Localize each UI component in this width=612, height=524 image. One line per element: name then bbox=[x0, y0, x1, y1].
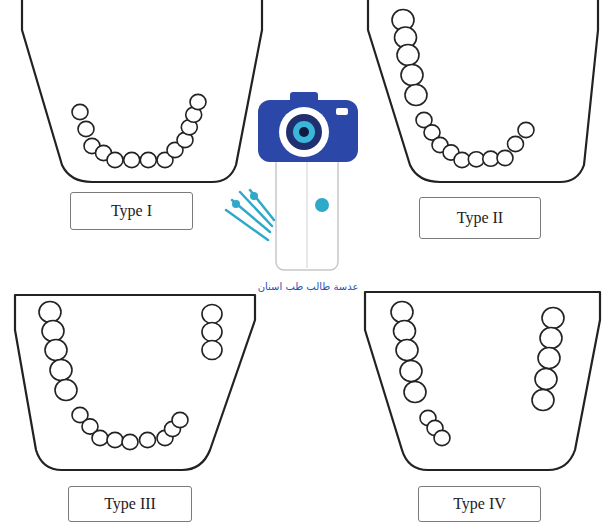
type-box: Type II bbox=[419, 197, 541, 239]
tooth bbox=[535, 369, 557, 390]
tooth bbox=[202, 305, 222, 324]
arch-outline bbox=[368, 0, 598, 182]
tooth bbox=[401, 65, 423, 86]
camera-lens bbox=[279, 107, 329, 157]
instrument-tip bbox=[250, 192, 258, 200]
phone-shape bbox=[276, 145, 338, 270]
type-label: Type I bbox=[111, 202, 152, 220]
tooth bbox=[532, 390, 554, 411]
type-label: Type IV bbox=[453, 495, 506, 513]
tooth bbox=[172, 412, 188, 427]
instrument-tip bbox=[232, 200, 240, 208]
phone-button bbox=[315, 198, 329, 212]
tooth bbox=[405, 85, 427, 106]
tooth bbox=[42, 321, 64, 342]
tooth bbox=[78, 121, 94, 136]
tooth bbox=[202, 323, 222, 342]
tooth bbox=[434, 430, 450, 445]
tooth bbox=[39, 302, 61, 323]
tooth bbox=[55, 380, 77, 401]
tooth bbox=[140, 432, 156, 447]
tooth bbox=[518, 122, 534, 137]
dental-instruments bbox=[226, 190, 274, 240]
camera-top bbox=[290, 92, 318, 104]
tooth bbox=[50, 360, 72, 381]
camera-flash bbox=[336, 108, 348, 115]
tooth bbox=[72, 104, 88, 119]
tooth bbox=[122, 434, 138, 449]
tooth bbox=[508, 136, 524, 151]
tooth bbox=[540, 328, 562, 349]
tooth bbox=[542, 308, 564, 329]
camera-body bbox=[258, 100, 358, 162]
tooth bbox=[202, 341, 222, 360]
tooth bbox=[45, 340, 67, 361]
watermark: عدسة طالب طب اسنان bbox=[258, 281, 359, 292]
tooth bbox=[468, 152, 484, 167]
tooth bbox=[391, 302, 413, 323]
arch-outline bbox=[15, 295, 255, 470]
logo bbox=[226, 92, 358, 270]
camera-lens bbox=[299, 127, 309, 137]
tooth bbox=[107, 152, 123, 167]
tooth bbox=[397, 45, 419, 66]
type-box: Type III bbox=[68, 486, 192, 522]
arch-outline bbox=[365, 292, 600, 470]
tooth bbox=[538, 348, 560, 369]
phone-line bbox=[307, 150, 308, 268]
tooth bbox=[92, 430, 108, 445]
type-box: Type I bbox=[70, 192, 193, 230]
camera-lens bbox=[286, 114, 322, 150]
type-label: Type II bbox=[457, 209, 503, 227]
tooth bbox=[394, 321, 416, 342]
tooth bbox=[140, 152, 156, 167]
type-box: Type IV bbox=[418, 486, 541, 522]
tooth bbox=[107, 432, 123, 447]
camera-lens bbox=[293, 121, 315, 143]
tooth bbox=[400, 361, 422, 382]
tooth bbox=[396, 340, 418, 361]
tooth bbox=[124, 152, 140, 167]
tooth bbox=[404, 382, 426, 403]
tooth bbox=[190, 94, 206, 109]
type-label: Type III bbox=[104, 495, 156, 513]
tooth bbox=[497, 150, 513, 165]
arch-outline bbox=[22, 0, 262, 182]
